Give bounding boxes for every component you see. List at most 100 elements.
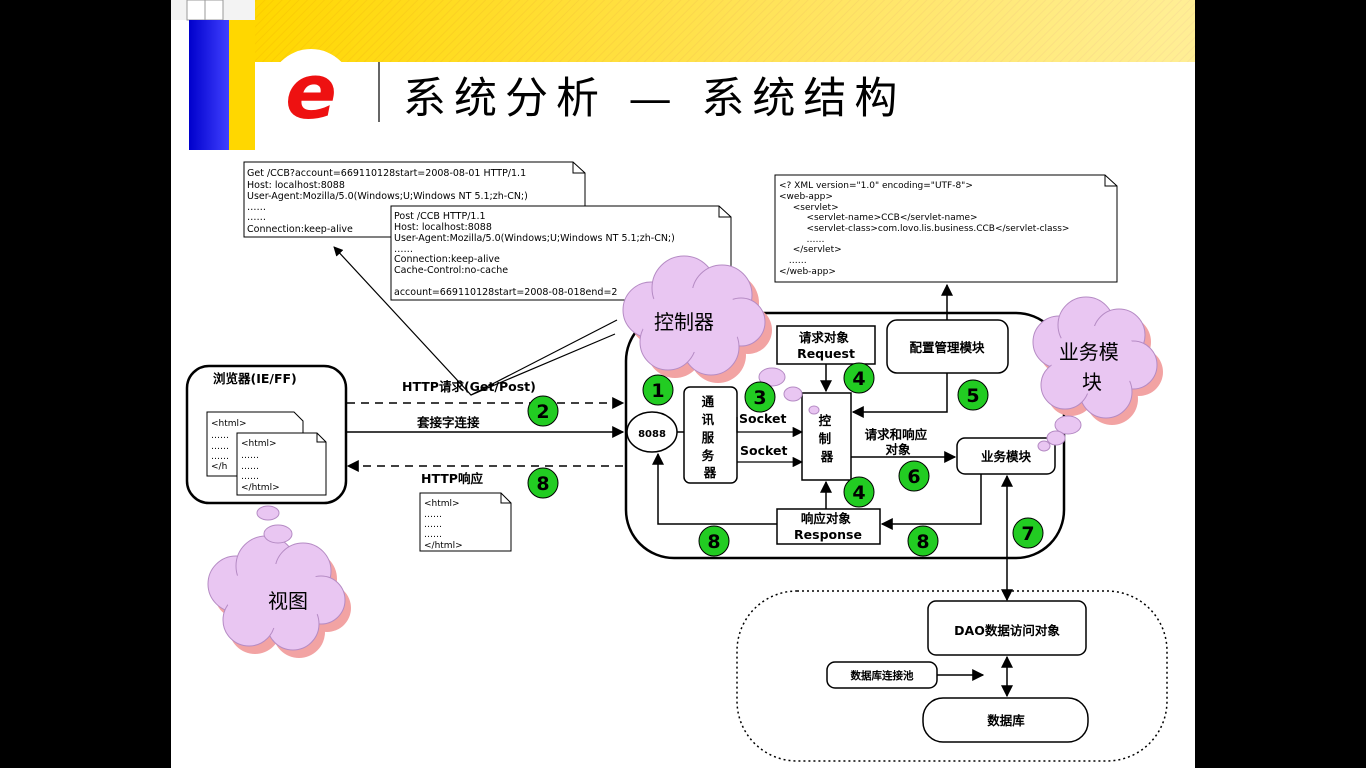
svg-text:8: 8 [916,531,929,553]
response-object-label: 响应对象 [801,511,852,526]
step-badge-7: 7 [1012,517,1044,549]
step-badge-8a: 8 [527,467,559,499]
step-badge-8c: 8 [907,525,939,557]
step-badge-3: 3 [744,381,776,413]
html-line: <html> [424,499,460,509]
controller-box: 控 制 器 [801,392,852,481]
html-line: …… [424,520,442,530]
config-module-box: 配置管理模块 [886,319,1009,374]
business-module-box: 业务模块 [956,437,1056,475]
cloud-business-trail [1037,415,1082,452]
web-xml-document: <? XML version="1.0" encoding="UTF-8"> <… [171,0,1118,283]
xml-line: <web-app> [779,192,833,202]
comm-server-label: 务 [702,448,715,463]
xml-line: </web-app> [779,267,836,277]
get-line: Connection:keep-alive [247,224,353,235]
response-port-arrow [652,452,777,525]
post-line: Post /CCB HTTP/1.1 [394,211,486,222]
cloud-controller: 控制器 [622,255,772,383]
html-line: …… [211,431,229,441]
comm-server-box: 通 讯 服 务 器 [683,386,738,484]
request-object-box: 请求对象 Request [776,325,876,365]
xml-line: <servlet-name>CCB</servlet-name> [795,213,978,223]
comm-server-label: 器 [703,465,717,480]
header-graphic: e [171,0,1195,150]
database-box: 数据库 [922,697,1089,743]
business-module-label: 业务模块 [981,449,1032,464]
post-request-document: Post /CCB HTTP/1.1 Host: localhost:8088 … [390,205,732,301]
svg-text:<? XML version="1.0" encoding=: <? XML version="1.0" encoding="UTF-8"> <… [171,0,1095,277]
html-line: …… [241,451,259,461]
req-resp-label: 对象 [885,442,911,457]
get-line: User-Agent:Mozilla/5.0(Windows;U;Windows… [247,191,528,202]
response-object-box: 响应对象 Response [776,508,881,545]
xml-line: <servlet> [787,203,839,213]
html-line: </h [211,462,227,472]
http-response-document: <html> …… …… …… </html> [419,492,512,552]
get-line: Get /CCB?account=669110128start=2008-08-… [247,168,526,179]
req-resp-label: 请求和响应 [865,427,928,442]
step-badge-1: 1 [642,374,674,406]
cloud-view-trail [256,505,293,544]
db-pool-box: 数据库连接池 [826,661,938,689]
svg-text:3: 3 [753,387,766,409]
step-badge-8b: 8 [698,525,730,557]
dao-box: DAO数据访问对象 [927,600,1087,656]
post-line: Cache-Control:no-cache [394,265,508,276]
port-8088: 8088 [626,411,678,453]
port-label: 8088 [638,429,666,440]
architecture-diagram: Get /CCB?account=669110128start=2008-08-… [171,0,1168,762]
svg-text:2: 2 [536,401,549,423]
request-object-label: 请求对象 [799,330,850,345]
socket-top-label: Socket [739,411,786,426]
html-line: </html> [241,483,280,493]
slide: e 系统分析 — 系统结构 Get /CCB?account=669110128… [171,0,1195,768]
html-line: …… [241,472,259,482]
step-badge-5: 5 [957,379,989,411]
controller-label: 制 [819,431,832,446]
comm-server-label: 讯 [702,412,715,427]
socket-top-arrow [736,417,804,438]
html-line: </html> [424,541,463,551]
html-line: <html> [211,419,247,429]
html-line: …… [424,530,442,540]
controller-label: 控 [819,413,832,428]
cloud-business-label: 业务模 [1059,340,1119,364]
step-badge-2: 2 [527,395,559,427]
svg-text:5: 5 [966,385,979,407]
get-line: Host: localhost:8088 [247,180,345,191]
get-line: …… [247,212,266,223]
cloud-controller-trail [758,367,820,415]
html-line: …… [241,462,259,472]
cloud-business: 业务模 块 [1032,296,1163,425]
svg-text:请求和响应 对象: 请求和响应 对象 [865,427,932,457]
svg-text:4: 4 [852,482,865,504]
svg-text:6: 6 [907,466,920,488]
controller-label: 器 [820,449,834,464]
post-line: …… [394,244,413,255]
cloud-controller-label: 控制器 [654,310,714,334]
step-badges: 1 2 3 4 5 6 4 8 8 8 7 [527,362,1044,557]
svg-text:控 制 器: 控 制 器 [819,413,836,464]
comm-server-label: 通 [702,394,715,409]
post-line: User-Agent:Mozilla/5.0(Windows;U;Windows… [394,233,675,244]
svg-text:通 讯 服: 通 讯 服 务 器 [702,394,719,480]
slide-header: e 系统分析 — 系统结构 [171,0,1195,150]
config-controller-arrow [851,373,948,418]
svg-text:<html> …… ……: <html> …… …… …… </h [211,419,249,472]
xml-line: …… [795,235,824,245]
browser-box: 浏览器(IE/FF) <html> …… …… …… </h <html> ……… [185,364,348,505]
svg-text:8: 8 [707,531,720,553]
post-line: Connection:keep-alive [394,254,500,265]
comm-server-label: 服 [702,430,715,445]
business-response-arrow [880,474,982,530]
socket-connection-label: 套接字连接 [416,415,480,430]
request-object-label: Request [797,346,855,361]
database-label: 数据库 [986,713,1025,728]
config-module-label: 配置管理模块 [909,340,985,355]
get-line: …… [247,202,266,213]
step-badge-4a: 4 [843,362,875,394]
svg-text:1: 1 [651,380,664,402]
svg-text:7: 7 [1021,523,1034,545]
html-line: …… [211,442,229,452]
